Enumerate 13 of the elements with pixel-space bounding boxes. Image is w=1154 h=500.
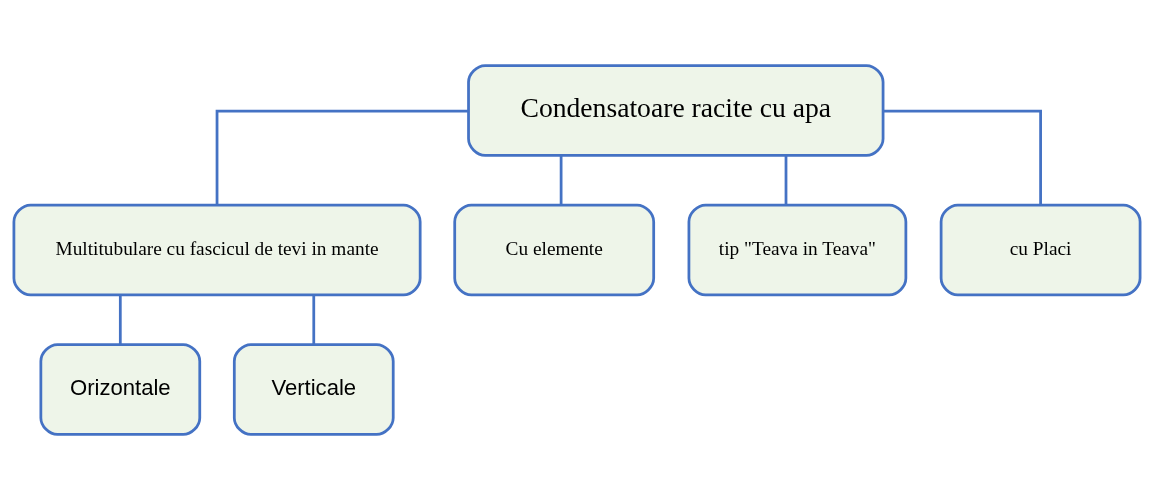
node-box: tip "Teava in Teava" [687,203,908,297]
node-box: Multitubulare cu fascicul de tevi in mante [12,203,422,297]
connector [312,294,316,345]
connector [118,294,122,345]
connector [215,109,468,205]
node-box: cu Placi [939,203,1142,297]
node-box: Condensatoare racite cu apa [467,64,885,157]
node-box: Verticale [232,343,395,436]
node-box: Cu elemente [453,203,656,297]
connector [784,155,788,205]
connector [883,109,1042,205]
connector [559,155,563,205]
node-box: Orizontale [39,343,202,436]
